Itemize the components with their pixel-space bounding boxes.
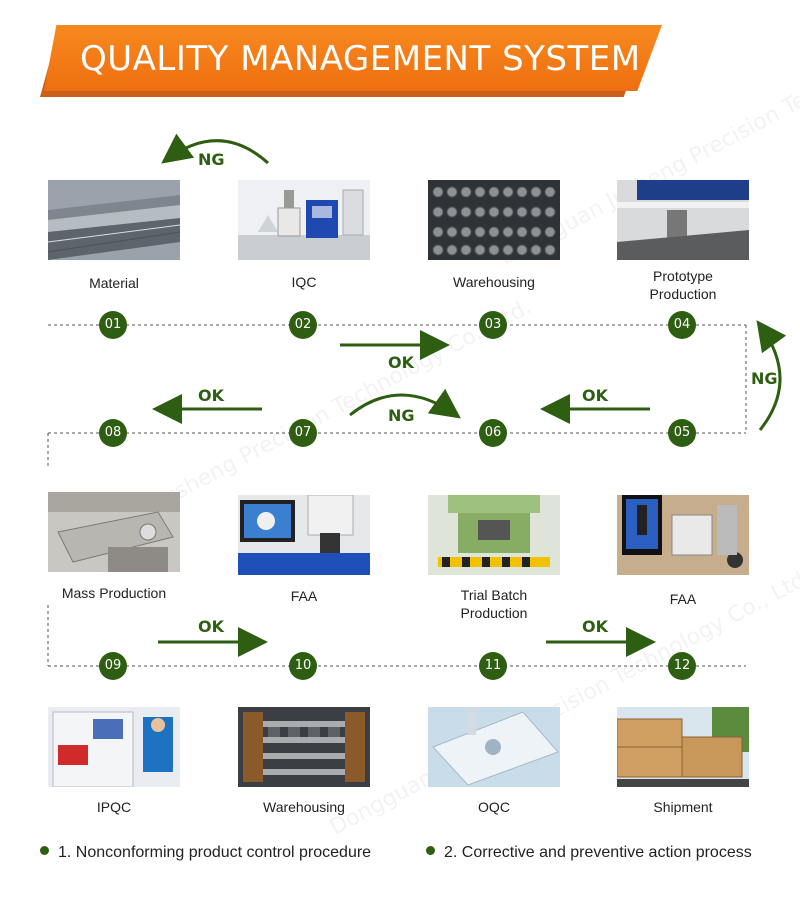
ok-label-row3-left: OK: [198, 617, 224, 636]
faa-photo-07: [238, 495, 370, 575]
step-node-08: 08: [99, 419, 127, 447]
step-node-10: 10: [289, 652, 317, 680]
ok-label-05-06: OK: [582, 386, 608, 405]
prototype-photo: [617, 180, 749, 260]
bullet-icon: [426, 846, 435, 856]
shipment-photo: [617, 707, 749, 787]
legend-item-2: 2. Corrective and preventive action proc…: [426, 844, 752, 862]
warehousing-photo-10: [238, 707, 370, 787]
ok-label-07-08: OK: [198, 386, 224, 405]
step-label-03: Warehousing: [453, 274, 535, 290]
ng-label-right: NG: [751, 369, 778, 388]
warehousing-photo: [428, 180, 560, 260]
page-title: QUALITY MANAGEMENT SYSTEM: [80, 39, 641, 79]
step-label-01: Material: [89, 275, 139, 291]
step-label-10: Warehousing: [263, 799, 345, 815]
step-node-04: 04: [668, 311, 696, 339]
step-label-04: Prototype Production: [649, 268, 717, 302]
step-node-11: 11: [479, 652, 507, 680]
step-node-02: 02: [289, 311, 317, 339]
step-label-09: IPQC: [96, 799, 132, 815]
faa-photo-05: [617, 495, 749, 575]
bullet-icon: [40, 846, 49, 856]
legend-item-1: 1. Nonconforming product control procedu…: [40, 844, 371, 862]
ng-arrow-curve-mid: [349, 388, 461, 419]
trial-batch-photo: [428, 495, 560, 575]
oqc-photo: [428, 707, 560, 787]
ng-label-top: NG: [198, 150, 225, 169]
ng-label-mid: NG: [388, 406, 415, 425]
ng-arrow-curve-top: [161, 133, 270, 165]
step-node-01: 01: [99, 311, 127, 339]
step-node-12: 12: [668, 652, 696, 680]
step-label-05: FAA: [669, 591, 697, 607]
ok-label-row3-right: OK: [582, 617, 608, 636]
step-node-09: 09: [99, 652, 127, 680]
step-node-03: 03: [479, 311, 507, 339]
step-node-05: 05: [668, 419, 696, 447]
step-label-11: OQC: [478, 799, 510, 815]
step-node-07: 07: [289, 419, 317, 447]
title-banner: QUALITY MANAGEMENT SYSTEM: [40, 25, 665, 97]
mass-production-photo: [48, 492, 180, 572]
iqc-photo: [238, 180, 370, 260]
ipqc-photo: [48, 707, 180, 787]
step-label-12: Shipment: [653, 799, 713, 815]
ng-arrow-curve-right: [756, 320, 787, 431]
step-node-06: 06: [479, 419, 507, 447]
material-photo: [48, 180, 180, 260]
step-label-07: FAA: [290, 588, 318, 604]
step-label-02: IQC: [291, 274, 317, 290]
ok-label-row1: OK: [388, 353, 414, 372]
step-label-08: Mass Production: [61, 585, 167, 601]
step-label-06: Trial Batch Production: [460, 587, 528, 621]
